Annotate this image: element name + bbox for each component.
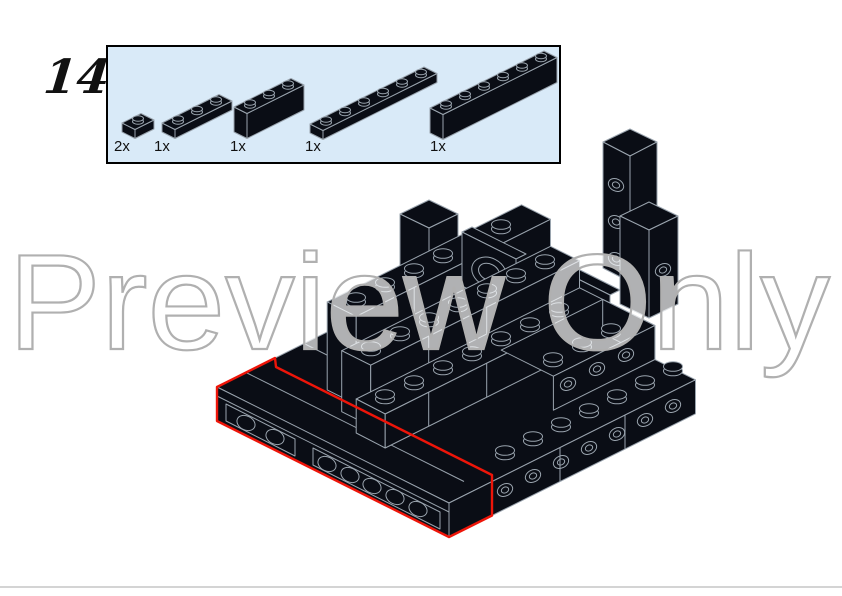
part-count-brick-1x3: 1x (230, 138, 246, 155)
parts-illustration (121, 50, 558, 140)
part-plate-1x3-icon (161, 94, 233, 139)
base-right-face (448, 379, 696, 538)
part-count-plate-1x1: 2x (114, 138, 130, 155)
part-brick-1x3-icon (233, 78, 305, 139)
part-brick-1x6-icon (429, 50, 558, 140)
page-footer-divider (0, 586, 842, 588)
parts-callout-box: 2x 1x 1x 1x 1x (106, 45, 561, 164)
part-plate-1x1-icon (121, 113, 155, 139)
part-count-plate-1x3: 1x (154, 138, 170, 155)
new-piece-highlight (215, 356, 494, 539)
right-column (619, 201, 679, 319)
part-count-plate-1x6: 1x (305, 138, 321, 155)
right-raised-block (500, 298, 656, 411)
part-plate-1x6-icon (309, 66, 438, 140)
part-count-brick-1x6: 1x (430, 138, 446, 155)
